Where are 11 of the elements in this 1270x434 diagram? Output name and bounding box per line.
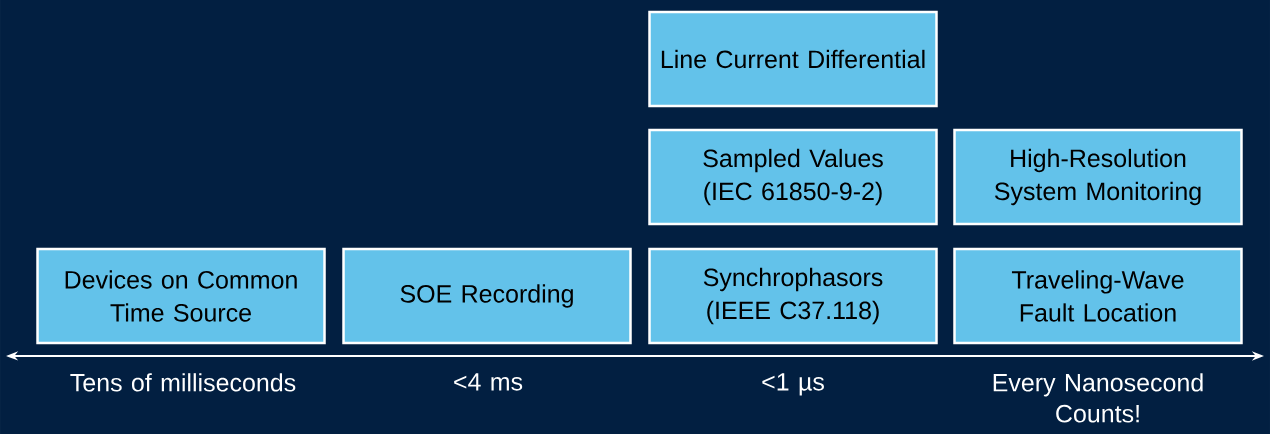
process-box: SOE Recording <box>342 247 632 345</box>
scale-label: Every Nanosecond Counts! <box>993 373 1203 423</box>
process-box: Devices on Common Time Source <box>36 247 326 345</box>
process-box: Line Current Differential <box>648 10 938 108</box>
process-box: High-Resolution System Monitoring <box>953 128 1243 226</box>
process-box: Traveling-Wave Fault Location <box>953 247 1243 345</box>
process-box: Sampled Values (IEC 61850-9-2) <box>648 128 938 226</box>
scale-label: Tens of milliseconds <box>70 373 296 392</box>
process-box: Synchrophasors (IEEE C37.118) <box>648 247 938 345</box>
scale-label: <4 ms <box>454 373 523 391</box>
scale-label: <1 µs <box>762 373 824 396</box>
